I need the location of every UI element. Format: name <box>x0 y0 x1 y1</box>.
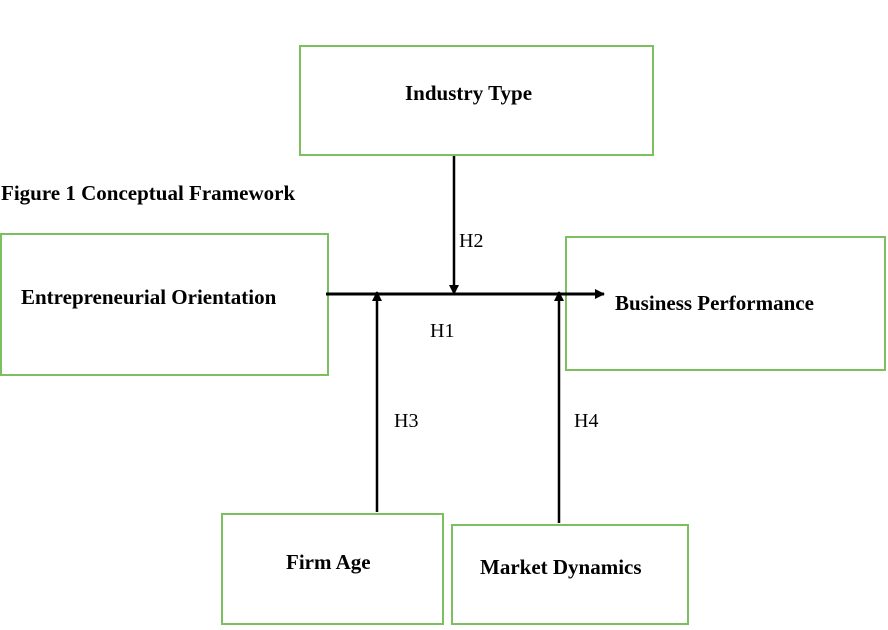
hypothesis-h4-label: H4 <box>574 410 599 432</box>
entrepreneurial-orientation-box <box>0 233 329 376</box>
market-dynamics-label: Market Dynamics <box>480 555 642 579</box>
figure-title: Figure 1 Conceptual Framework <box>1 181 296 205</box>
entrepreneurial-orientation-label: Entrepreneurial Orientation <box>21 285 277 309</box>
market-dynamics-box <box>451 524 689 625</box>
hypothesis-h1-label: H1 <box>430 320 455 342</box>
firm-age-label: Firm Age <box>286 550 371 574</box>
business-performance-box <box>565 236 886 371</box>
industry-type-box <box>299 45 654 156</box>
firm-age-box <box>221 513 444 625</box>
hypothesis-h2-label: H2 <box>459 230 484 252</box>
industry-type-label: Industry Type <box>405 81 533 105</box>
hypothesis-h3-label: H3 <box>394 410 419 432</box>
business-performance-label: Business Performance <box>615 291 814 315</box>
